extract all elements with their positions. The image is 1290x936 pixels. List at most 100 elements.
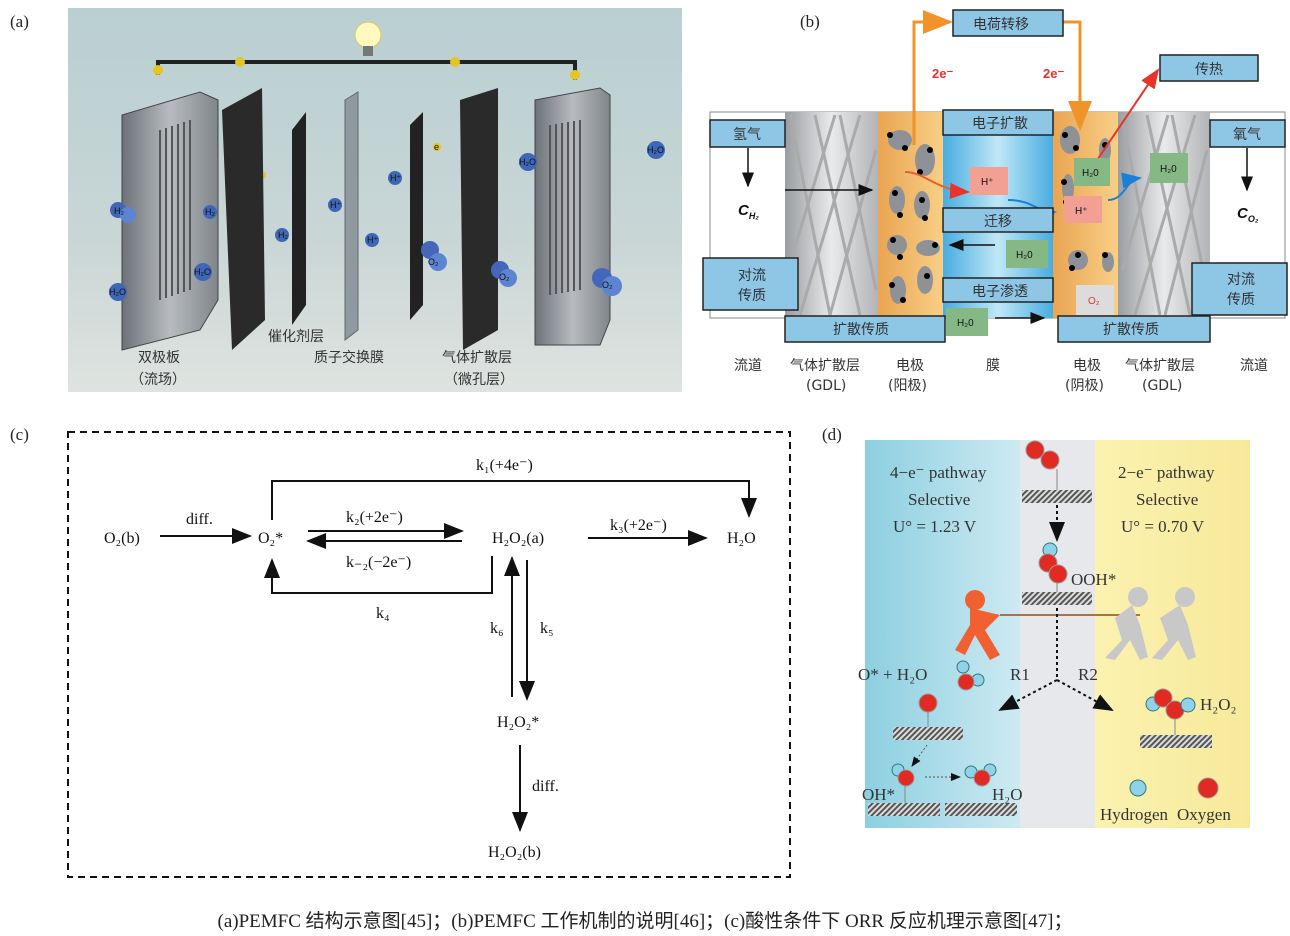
legend-hydrogen-icon <box>1129 779 1147 797</box>
bulb-base <box>363 46 373 56</box>
o2-bulk: O₂(b) <box>104 530 140 547</box>
oxygen-atom <box>1153 688 1173 708</box>
h2o-box-migration <box>1006 240 1048 268</box>
electron-label: e <box>434 142 439 152</box>
light-bulb-icon <box>354 21 382 49</box>
convection-box-right <box>1191 262 1288 316</box>
charge-transfer-box <box>952 9 1064 37</box>
k3-label: k₃(+2e⁻) <box>610 517 667 534</box>
h2-label: H₂ <box>114 206 124 216</box>
four-electron-region <box>865 440 1020 828</box>
oxygen-atom <box>1040 450 1060 470</box>
layer-labels: 流道 气体扩散层 (GDL) 电极 (阳极) 膜 电极 (阴极) 气体扩散层 (… <box>734 358 1268 394</box>
label-bipolar-plate-sub: （流场） <box>130 372 186 388</box>
electron-marker: e <box>434 142 439 152</box>
gdl-right-fibers <box>1120 114 1209 316</box>
water-exit-arrow <box>1107 172 1142 201</box>
h2-molecule: H₂ <box>203 205 217 219</box>
molecules: H₂ H₂ H₂ H⁺ H⁺ H⁺ O₂ O₂ O₂ H₂O H₂O H₂O H… <box>109 141 665 301</box>
gdl-left-fibers <box>786 114 878 316</box>
o2-label: O₂ <box>1088 296 1100 307</box>
flow-channels-right <box>549 120 581 295</box>
left-title-3: U° = 1.23 V <box>893 517 977 536</box>
legend-oxygen-icon <box>1197 777 1219 799</box>
label-catalyst-layer: 催化剂层 <box>268 329 324 345</box>
h2o-label-gdl: H₂0 <box>1160 164 1177 175</box>
h2-label: H₂ <box>205 207 215 217</box>
heat-transfer-box <box>1159 54 1259 82</box>
h-plus-label: H⁺ <box>330 200 341 210</box>
c-o2-label: CO₂ <box>1237 205 1259 224</box>
orange-figure-icon <box>955 590 1000 660</box>
diffusion-label-left: 扩散传质 <box>833 322 889 338</box>
layer-label-channel-right: 流道 <box>1240 358 1268 374</box>
h2o-label: H₂O <box>194 267 211 277</box>
o2-box <box>1076 285 1114 315</box>
gdl-left <box>222 88 265 350</box>
diffusion-box-right <box>1057 315 1211 343</box>
migration-label: 迁移 <box>984 214 1012 230</box>
c-h2-label: CH₂ <box>738 202 759 221</box>
dotted-arrow <box>911 744 928 767</box>
h2-label: H₂ <box>278 230 288 240</box>
h2o-label: H₂O <box>109 287 126 297</box>
convection-label-right-2: 传质 <box>1227 292 1255 308</box>
h2o-molecule: H₂O <box>194 263 212 281</box>
o2-molecule: O₂ <box>491 261 517 287</box>
h2o-molecule: H₂O <box>519 153 537 171</box>
left-title-1: 4−e⁻ pathway <box>890 463 987 482</box>
charge-transfer-arrow-out <box>912 10 953 145</box>
r1-label: R1 <box>1010 665 1030 684</box>
k4-label: k₄ <box>376 605 390 622</box>
panel-label-d: (d) <box>822 425 842 444</box>
figure-caption: (a)PEMFC 结构示意图[45]；(b)PEMFC 工作机制的说明[46]；… <box>218 910 1073 932</box>
h2o-label-cathode: H₂0 <box>1082 168 1099 179</box>
r1-arrow <box>998 679 1058 711</box>
electron-diffusion-box <box>942 109 1054 136</box>
oxygen-label: 氧气 <box>1233 127 1261 143</box>
h-plus-label: H⁺ <box>390 173 401 183</box>
oxygen-atom <box>973 769 991 787</box>
layer-label-gdl-right-sub: (GDL) <box>1142 378 1182 394</box>
label-gdl-sub: （微孔层） <box>444 372 514 388</box>
heat-transfer-label: 传热 <box>1195 62 1223 78</box>
o2-label: O₂ <box>602 280 613 290</box>
dashed-frame <box>67 431 791 878</box>
h2o-product: H₂O <box>727 530 756 547</box>
label-gdl: 气体扩散层 <box>442 350 512 366</box>
electron-osmosis-label: 电子渗透 <box>972 284 1028 300</box>
flow-channels-left <box>159 120 191 300</box>
h2o2-intermediate: H₂O₂* <box>497 714 539 731</box>
layer-label-cathode: 电极 <box>1073 358 1101 374</box>
h2-molecule: H₂ <box>110 202 136 223</box>
catalyst-surface <box>1022 592 1092 605</box>
convection-label-right-1: 对流 <box>1227 272 1255 288</box>
h-plus-box-left <box>970 167 1008 195</box>
r2-arrow <box>1056 679 1114 711</box>
catalyst-particles <box>887 126 1114 308</box>
h2-molecule: H₂ <box>275 228 289 242</box>
h-plus-label: H⁺ <box>367 235 378 245</box>
panel-label-b: (b) <box>800 12 820 31</box>
h2o-box-cathode <box>1074 158 1110 186</box>
oxygen-atom <box>897 769 915 787</box>
h2o2-label: H₂O₂ <box>1200 695 1236 714</box>
migration-box <box>942 207 1054 233</box>
oxygen-box <box>1209 119 1286 148</box>
diff-label-1: diff. <box>186 511 213 528</box>
bipolar-plate-right <box>534 87 611 346</box>
layer-label-membrane: 膜 <box>986 358 1000 374</box>
oxygen-atom <box>1025 440 1045 460</box>
legend-hydrogen-label: Hydrogen <box>1100 805 1168 824</box>
left-title-2: Selective <box>908 490 970 509</box>
k1-label: k₁(+4e⁻) <box>476 457 533 474</box>
layer-label-gdl-left-sub: (GDL) <box>806 378 846 394</box>
h2o2-bulk: H₂O₂(b) <box>488 844 541 861</box>
label-bipolar-plate: 双极板 <box>138 350 180 366</box>
panel-label-c: (c) <box>10 425 29 444</box>
charge-transfer-label: 电荷转移 <box>973 17 1029 33</box>
layer-label-cathode-sub: (阴极) <box>1065 378 1104 394</box>
convection-label-left-2: 传质 <box>738 288 766 304</box>
panel-a-pemfc-structure: H₂ H₂ H₂ H⁺ H⁺ H⁺ O₂ O₂ O₂ H₂O H₂O H₂O H… <box>68 8 682 392</box>
